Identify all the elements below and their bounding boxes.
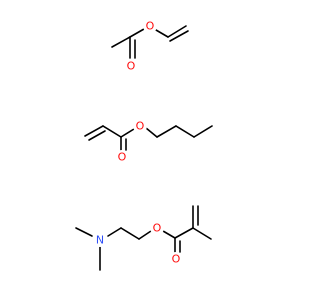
structure-canvas: O O O O <box>75 19 213 271</box>
bond <box>169 30 189 42</box>
bond <box>120 227 140 240</box>
bond <box>138 230 152 240</box>
atom-label: N <box>96 234 104 247</box>
bond <box>192 227 212 240</box>
bond <box>84 125 104 137</box>
carbonyl-oxygen-atom: O <box>115 150 129 164</box>
bond <box>107 227 122 237</box>
bond <box>174 227 194 239</box>
bond <box>129 28 145 38</box>
bond <box>88 130 106 141</box>
bond <box>120 128 135 138</box>
bond <box>167 25 187 38</box>
atom-label: O <box>153 222 162 235</box>
atom-label: O <box>172 253 181 266</box>
bond <box>111 36 131 48</box>
atom-label: O <box>136 120 145 133</box>
ester-oxygen-atom: O <box>133 119 147 133</box>
bond <box>145 127 158 138</box>
molecule-dimethylaminoethyl-methacrylate: N O O <box>75 205 212 271</box>
ester-oxygen-atom: O <box>150 221 164 235</box>
atom-label: O <box>146 20 155 33</box>
carbonyl-oxygen-atom: O <box>169 252 183 266</box>
bond <box>162 230 176 239</box>
nitrogen-atom: N <box>93 233 107 247</box>
bond <box>175 125 195 138</box>
bond <box>155 29 169 38</box>
ester-oxygen-atom: O <box>143 19 157 33</box>
bond <box>156 125 177 138</box>
molecule-vinyl-acetate: O O <box>111 19 189 73</box>
bond <box>193 125 213 138</box>
atom-label: O <box>127 60 136 73</box>
bond <box>75 227 93 237</box>
molecule-butyl-acrylate: O O <box>84 119 213 164</box>
carbonyl-oxygen-atom: O <box>124 59 138 73</box>
bond <box>102 125 122 138</box>
atom-label: O <box>118 151 127 164</box>
